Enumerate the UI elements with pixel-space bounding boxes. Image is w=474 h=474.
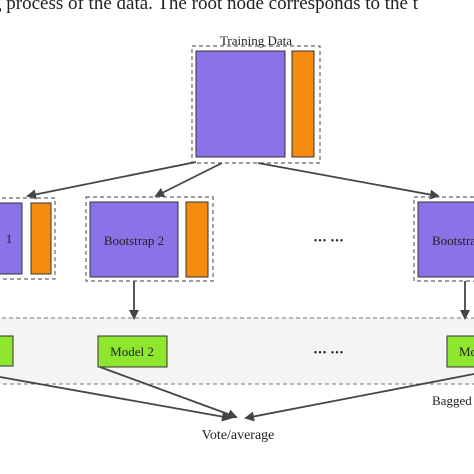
bootstrap-n-data-block [417, 201, 474, 278]
bootstrap-n-label: Bootstra [432, 233, 474, 248]
bagged-band [0, 317, 474, 385]
bootstrap-2-response-block [185, 201, 209, 278]
arrow-model-2-to-vote [99, 366, 238, 419]
arrow-model-n-to-vote [244, 373, 474, 422]
bootstrap-1-response-block [30, 202, 52, 275]
training-data-block [195, 50, 286, 158]
bootstrap-1-data-block [0, 202, 23, 275]
training-data-frame [191, 45, 321, 164]
bootstrap-2-frame [85, 196, 214, 282]
vote-average-label: Vote/average [202, 428, 275, 443]
model-2-box [97, 335, 168, 368]
training-response-block [291, 50, 315, 158]
bagged-label: Bagged [432, 393, 472, 408]
bootstrap-2-label: Bootstrap 2 [104, 233, 164, 248]
model-n-box [446, 335, 474, 368]
arrow-to-bootstrap-1 [26, 161, 197, 200]
bootstrap-2-data-block [89, 201, 179, 278]
model-ellipsis: ••• ••• [314, 348, 345, 359]
bootstrap-ellipsis: ••• ••• [314, 236, 345, 247]
model-1-box [0, 335, 14, 367]
caption-text: g process of the data. The root node cor… [0, 0, 419, 14]
model-n-label: Mo [459, 344, 474, 359]
arrow-to-bootstrap-2 [154, 162, 223, 197]
bootstrap-1-label: 1 [6, 231, 13, 246]
bootstrap-n-frame [413, 196, 474, 282]
training-data-label: Training Data [220, 33, 292, 48]
arrow-model-1-to-vote [0, 376, 232, 422]
arrow-to-bootstrap-n [257, 162, 440, 200]
model-2-label: Model 2 [110, 344, 154, 359]
bootstrap-1-frame [0, 197, 56, 280]
